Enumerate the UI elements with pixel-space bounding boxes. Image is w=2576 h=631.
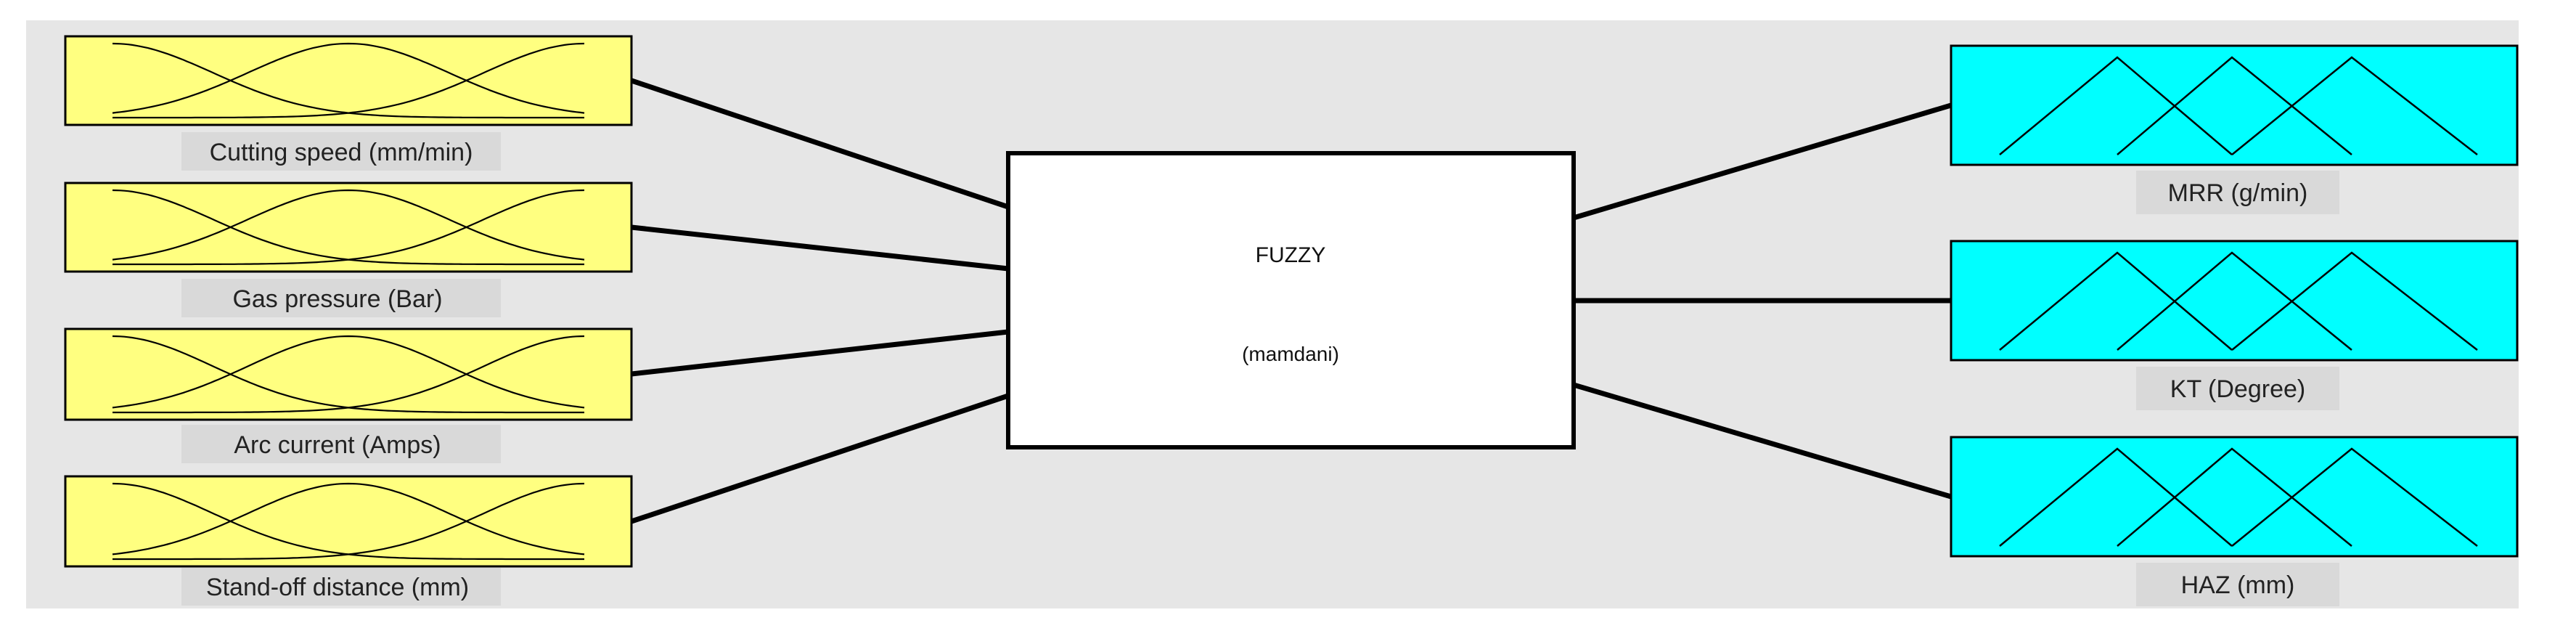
- connection-lines: [630, 78, 1952, 524]
- output-variable[interactable]: MRR (g/min): [1950, 44, 2519, 214]
- input-mf-box[interactable]: [64, 475, 633, 568]
- triangular-mf-curves: [1999, 56, 2478, 155]
- gaussian-mf-curves: [112, 189, 585, 266]
- output-label-bg: [2136, 171, 2339, 214]
- input-label: Gas pressure (Bar): [232, 285, 442, 313]
- input-label: Arc current (Amps): [234, 431, 441, 459]
- input-variable[interactable]: Gas pressure (Bar): [64, 182, 633, 317]
- output-mf-box[interactable]: [1950, 240, 2519, 362]
- input-mf-box[interactable]: [64, 182, 633, 273]
- input-mf-box[interactable]: [64, 327, 633, 421]
- output-mf-box[interactable]: [1950, 436, 2519, 558]
- input-variable[interactable]: Cutting speed (mm/min): [64, 35, 633, 171]
- output-label: KT (Degree): [2170, 375, 2305, 403]
- triangular-mf-curves: [1999, 251, 2478, 351]
- connection-line: [631, 329, 1009, 377]
- connection-line: [1573, 382, 1952, 500]
- connection-line: [1573, 102, 1952, 221]
- input-label-bg: [181, 279, 501, 317]
- input-mf-box[interactable]: [64, 35, 633, 126]
- input-label: Cutting speed (mm/min): [210, 139, 473, 166]
- input-label-bg: [181, 425, 501, 463]
- output-variable[interactable]: KT (Degree): [1950, 240, 2519, 410]
- input-label: Stand-off distance (mm): [206, 574, 469, 601]
- fis-system-block[interactable]: FUZZY (mamdani): [1006, 151, 1576, 449]
- output-mf-box[interactable]: [1950, 44, 2519, 166]
- output-label: MRR (g/min): [2168, 179, 2308, 207]
- fis-system-type: (mamdani): [1242, 343, 1339, 365]
- output-variable[interactable]: HAZ (mm): [1950, 436, 2519, 606]
- connection-line: [631, 224, 1009, 272]
- output-label-bg: [2136, 563, 2339, 606]
- input-variable[interactable]: Stand-off distance (mm): [64, 475, 633, 606]
- fis-system-name: FUZZY: [1256, 243, 1326, 267]
- gaussian-mf-curves: [112, 42, 585, 119]
- fis-system-box[interactable]: [1006, 151, 1576, 449]
- connection-line: [630, 78, 1010, 210]
- output-label: HAZ (mm): [2181, 571, 2295, 599]
- input-label-bg: [181, 132, 501, 171]
- input-variable[interactable]: Arc current (Amps): [64, 327, 633, 463]
- output-label-bg: [2136, 367, 2339, 410]
- triangular-mf-curves: [1999, 447, 2478, 547]
- input-label-bg: [181, 568, 501, 606]
- connection-line: [630, 393, 1010, 524]
- gaussian-mf-curves: [112, 482, 585, 561]
- gaussian-mf-curves: [112, 335, 585, 414]
